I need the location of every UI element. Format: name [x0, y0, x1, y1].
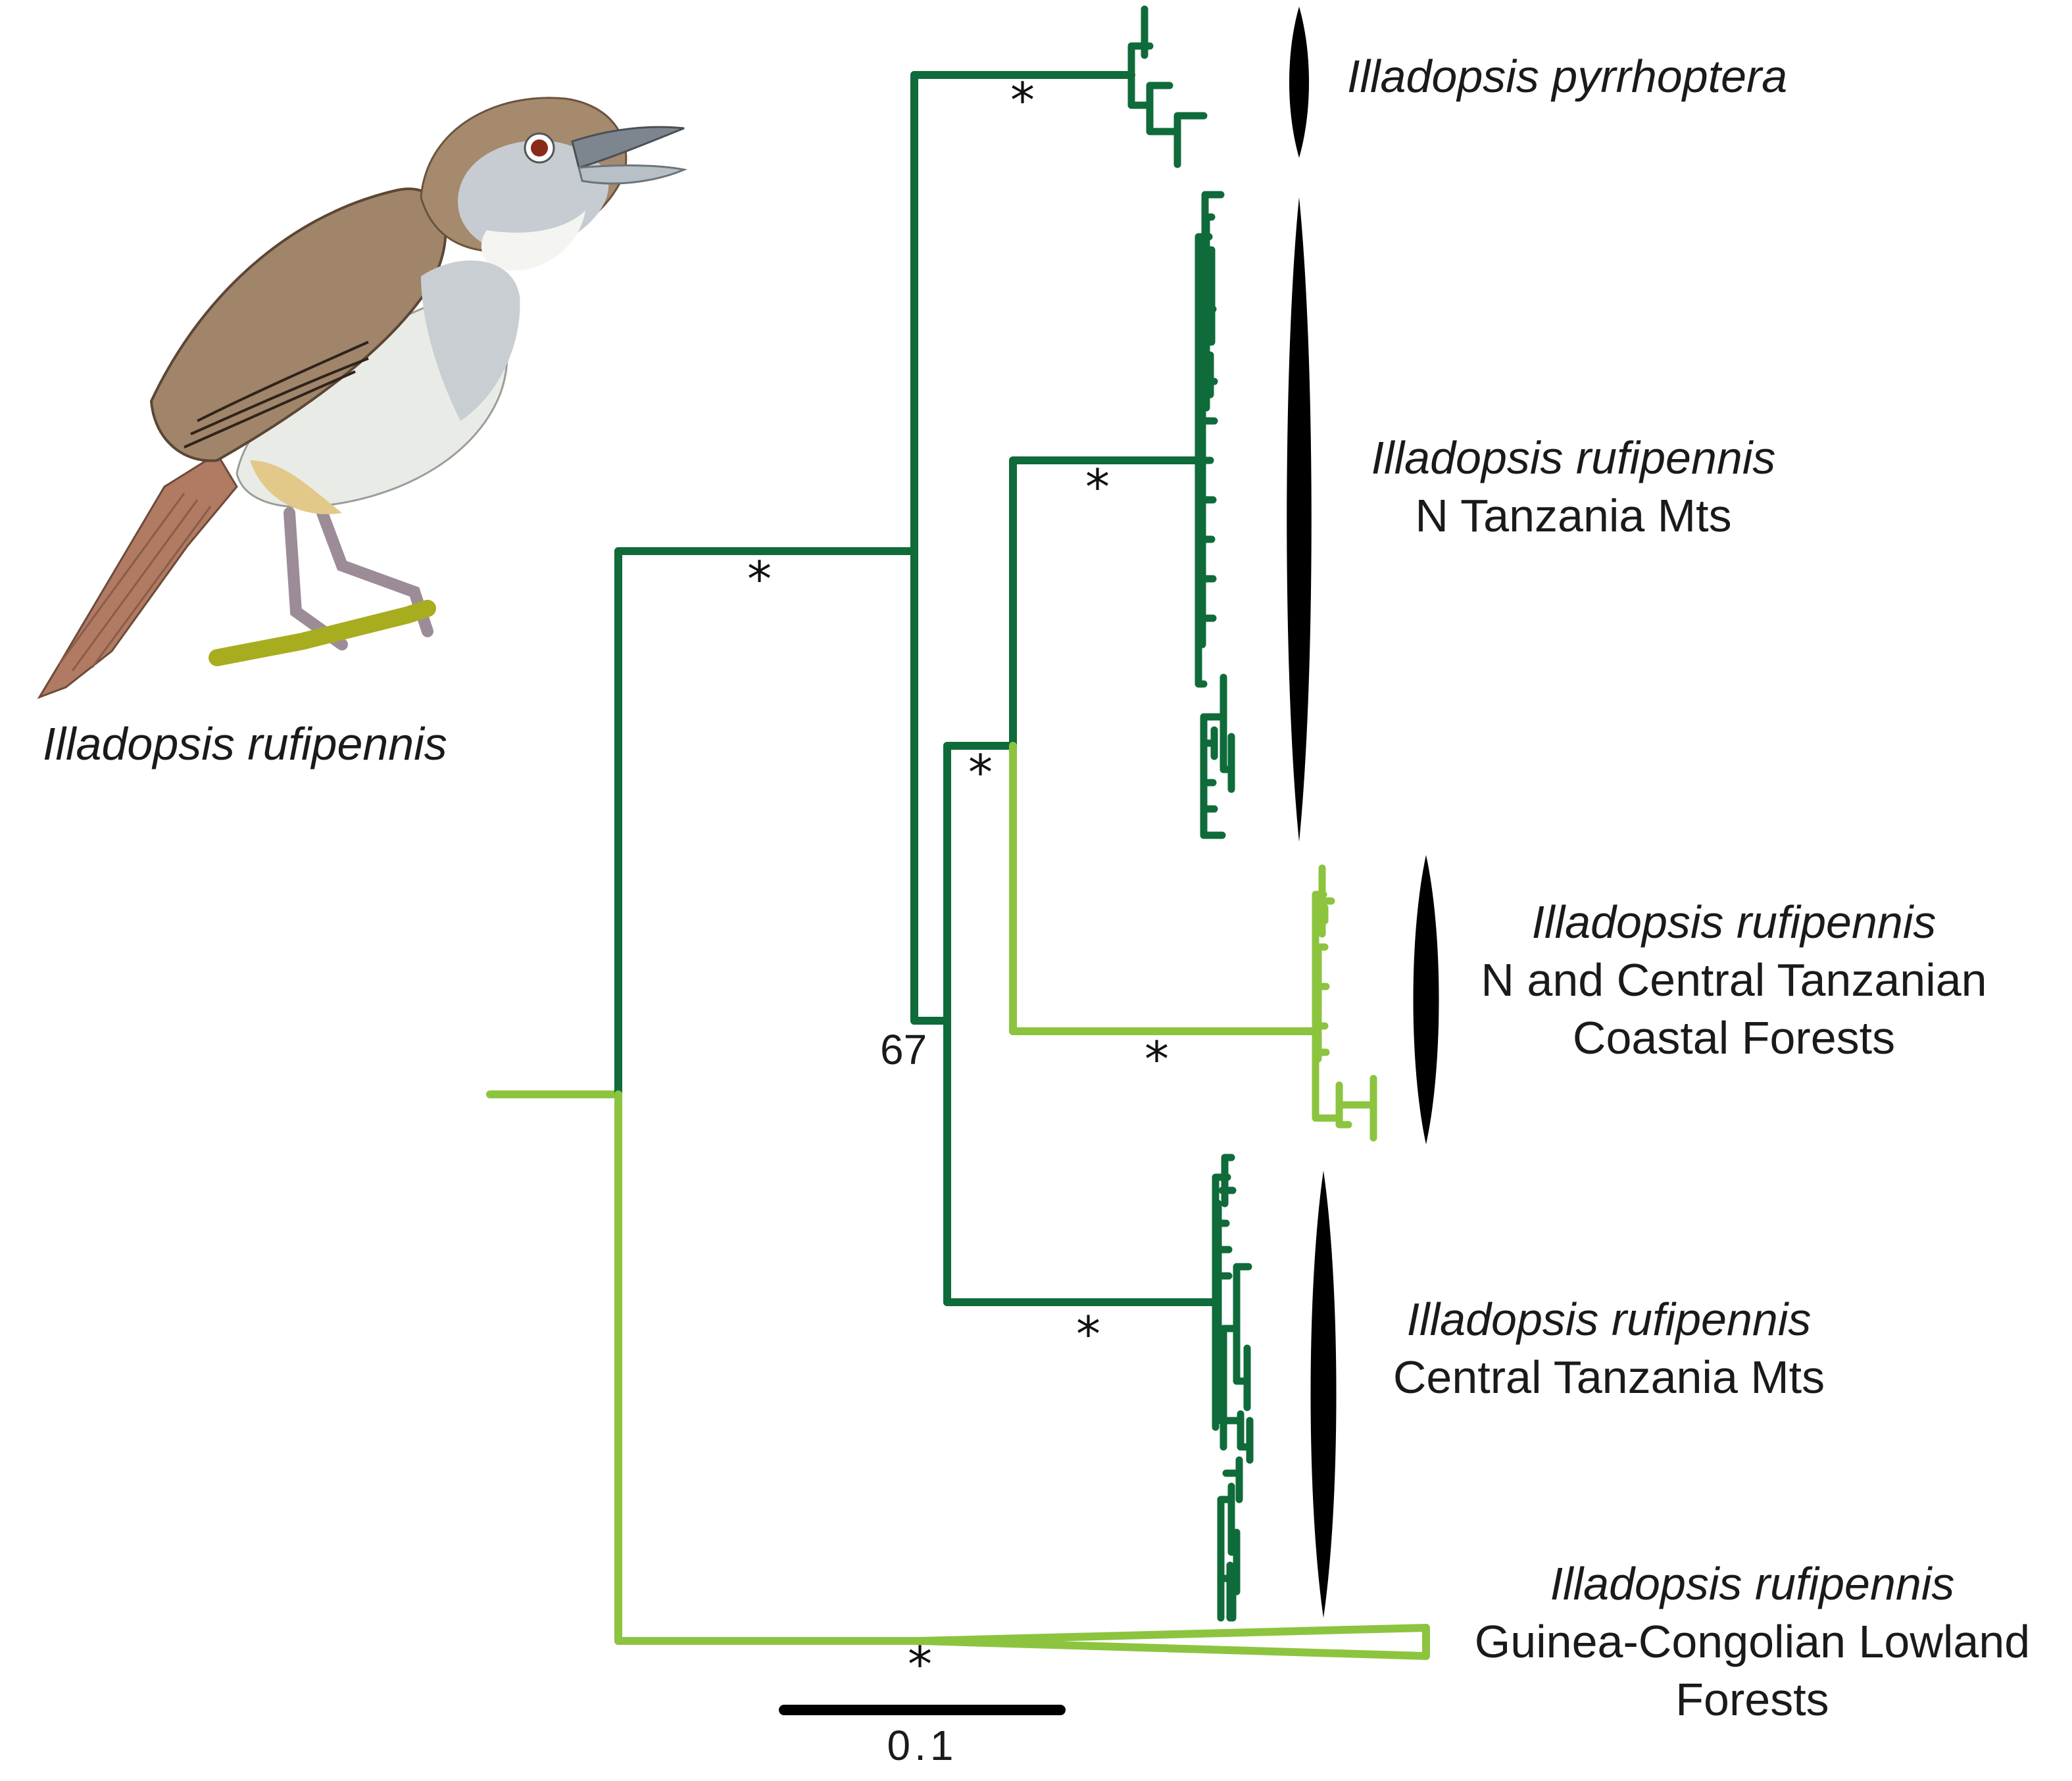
region-name-line2: Coastal Forests: [1573, 1012, 1895, 1063]
support-star-pyrrhoptera: *: [1010, 72, 1035, 129]
clade-bar-pyrrhoptera: [1289, 7, 1309, 158]
bird-caption: Illadopsis rufipennis: [43, 718, 447, 769]
bootstrap-value-67: 67: [880, 1026, 927, 1073]
region-name: N Tanzania Mts: [1415, 490, 1731, 541]
bird-illustration: [37, 97, 688, 699]
species-name: Illadopsis rufipennis: [1371, 432, 1776, 483]
region-name-line2: Forests: [1675, 1674, 1829, 1725]
scale-bar: 0.1: [779, 1705, 1066, 1769]
clade-label-pyrrhoptera: Illadopsis pyrrhoptera: [1347, 51, 1787, 102]
support-star-n-tanzania: *: [1085, 459, 1110, 516]
scale-bar-label: 0.1: [887, 1722, 958, 1769]
tips-coastal: [1312, 864, 1377, 1142]
clade-label-coastal: Illadopsis rufipennis N and Central Tanz…: [1481, 896, 1986, 1063]
clade-label-central-tanzania: Illadopsis rufipennis Central Tanzania M…: [1393, 1294, 1825, 1403]
tips-central-tanzania: [1212, 1154, 1254, 1622]
collapsed-clade-guinea-congolian: [917, 1624, 1430, 1660]
support-star-central-tanzania: *: [1076, 1306, 1100, 1363]
support-star-guinea-congolian: *: [908, 1636, 932, 1693]
clade-bar-central-tanzania: [1310, 1171, 1337, 1618]
clade-bar-coastal: [1413, 855, 1439, 1144]
bird-beak: [571, 126, 685, 169]
support-star-coastal: *: [1145, 1031, 1169, 1088]
bird-tail: [37, 452, 238, 699]
region-name: Central Tanzania Mts: [1393, 1352, 1825, 1403]
clade-label-n-tanzania: Illadopsis rufipennis N Tanzania Mts: [1371, 432, 1776, 541]
tree-branches: [486, 71, 1430, 1660]
species-name: Illadopsis rufipennis: [1407, 1294, 1812, 1345]
species-name: Illadopsis rufipennis: [1550, 1558, 1955, 1609]
bird-perch: [209, 600, 436, 666]
tips-n-tanzania: [1195, 191, 1235, 839]
species-name: Illadopsis rufipennis: [1532, 896, 1936, 948]
support-star-coastal-node: *: [968, 744, 993, 801]
region-name-line1: N and Central Tanzanian: [1481, 954, 1986, 1006]
tips-pyrrhoptera: [1127, 5, 1208, 168]
support-star-main: *: [747, 551, 772, 608]
clade-bar-n-tanzania: [1287, 197, 1312, 842]
region-name-line1: Guinea-Congolian Lowland: [1475, 1616, 2030, 1667]
clade-label-guinea-congolian: Illadopsis rufipennis Guinea-Congolian L…: [1475, 1558, 2030, 1725]
species-name: Illadopsis pyrrhoptera: [1347, 51, 1787, 102]
